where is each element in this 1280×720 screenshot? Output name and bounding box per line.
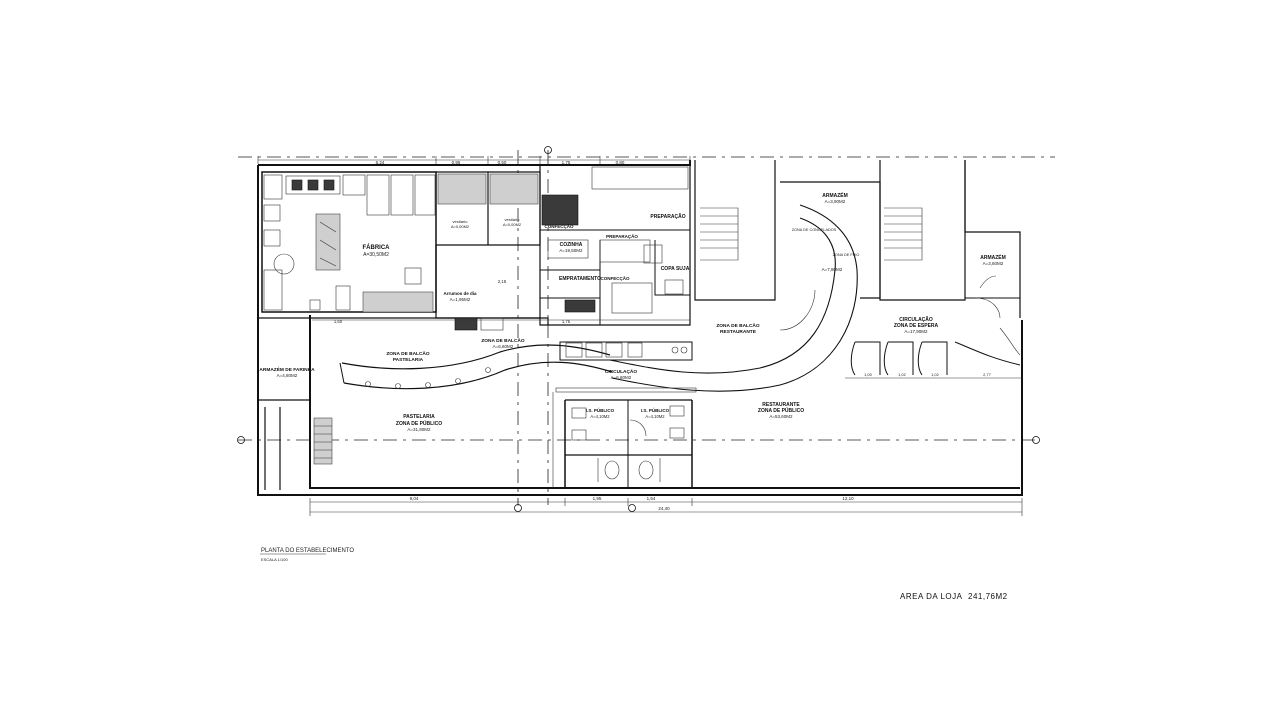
area-summary-value: 241,76M2 [968,592,1008,601]
dim-top-3: 0,50 [498,160,507,165]
area-vestiario-m: A=0,00M2 [451,224,470,229]
dim-top-1: 6,24 [376,160,385,165]
dim-top-4: 1,75 [562,160,571,165]
kitchen-block-walls [261,165,691,326]
label-zona-balcao-past: ZONA DE BALCÃO [386,350,430,357]
sub-zona-balcao-rest: RESTAURANTE [720,329,757,335]
sub-restaurante: ZONA DE PÚBLICO [758,407,804,414]
area-zona-frio: A=7,80M2 [822,267,843,272]
area-armazem-top: A=3,90M2 [825,199,846,204]
label-armazem-top: ARMAZÉM [822,191,848,199]
area-fabrica: A=30,50M2 [363,252,389,258]
label-copa-suja: COPA SUJA [661,266,690,272]
label-preparacao-mid: PREPARAÇÃO [606,233,638,239]
area-vestiario-f: A=0,00M2 [503,222,522,227]
caption-title: PLANTA DO ESTABELECIMENTO [261,548,354,554]
area-is-publico-2: A=4,10M2 [645,414,665,419]
label-armazem-farinha: ARMAZÉM DE FARINHA [259,365,315,373]
stairwells [694,160,1021,318]
label-preparacao-top: PREPARAÇÃO [650,213,685,220]
dim-mid-1: 1,60 [334,319,343,324]
label-is-publico-2: I.S. PÚBLICO [641,407,670,413]
label-armazem-right: ARMAZÉM [980,253,1006,261]
sub-zona-balcao-past: PASTELARIA [393,357,424,363]
area-pastelaria: A=31,80M2 [407,427,431,432]
dimension-lines [257,156,1023,516]
drawing-caption: PLANTA DO ESTABELECIMENTO ESCALA 1/100 [260,548,354,562]
label-zona-balcao-mid: ZONA DE BALCÃO [481,337,525,344]
sub-circulacao-espera: ZONA DE ESPERA [894,323,939,329]
dim-bottom-4: 12,10 [842,496,854,501]
area-is-publico-1: A=4,10M2 [590,414,610,419]
dim-top-5: 0,80 [616,160,625,165]
label-fabrica: FÁBRICA [363,244,391,251]
label-zona-congelados: ZONA DE CONGELADOS [792,228,837,232]
area-circulacao-mid: A=6,80M2 [611,375,632,380]
area-armazem-farinha: A=4,80M2 [277,373,298,378]
dim-top-2: 0,95 [452,160,461,165]
waiting-seats [850,275,1021,376]
label-confeccao-mid: CONFECÇÃO [601,275,630,281]
label-is-publico-1: I.S. PÚBLICO [586,407,615,413]
dim-seat-3: 1,02 [931,372,940,377]
dim-bottom-1: 9,04 [410,496,419,501]
label-vestiario-m: vestiário [453,219,469,224]
label-cozinha: COZINHA [560,242,583,248]
area-restaurante: A=53,60M2 [769,414,793,419]
area-summary-label: AREA DA LOJA [900,592,963,601]
dimension-labels: 9,04 1,95 1,54 12,10 24,40 6,24 0,95 0,5… [334,160,992,511]
label-vestiario-f: vestiário [505,217,521,222]
dim-seat-2: 1,02 [898,372,907,377]
exterior-walls [257,160,1023,496]
label-empratamento: EMPRATAMENTO [559,276,601,282]
dim-seat-4: 2,77 [983,372,992,377]
entrance-steps [313,417,333,465]
label-circulacao-espera: CIRCULAÇÃO [899,316,933,323]
toilets-block [555,387,697,488]
axis-lines [237,146,1055,512]
kitchen-equipment [454,166,689,331]
area-arrumos: A=1,95M2 [450,297,471,302]
dim-bottom-3: 1,54 [647,496,656,501]
room-labels: FÁBRICA A=30,50M2 vestiário A=0,00M2 ves… [259,191,1005,432]
label-circulacao-mid: CIRCULAÇÃO [605,368,638,375]
label-arrumos: Arrumos de dia [443,291,477,296]
sub-pastelaria: ZONA DE PÚBLICO [396,420,442,427]
label-zona-frio: ZONA DE FRIO [833,253,860,257]
area-armazem-right: A=3,60M2 [983,261,1004,266]
factory-equipment [263,174,436,313]
dim-seat-1: 1,00 [864,372,873,377]
label-restaurante: RESTAURANTE [762,402,800,408]
counters [339,204,858,392]
area-cozinha: A=19,50M2 [559,248,583,253]
area-circulacao-espera: A=17,90M2 [904,329,928,334]
label-zona-balcao-rest: ZONA DE BALCÃO [716,322,760,329]
caption-scale: ESCALA 1/100 [261,557,288,562]
dim-mid-2: 2,18 [498,279,507,284]
area-zona-balcao-mid: A=6,60M2 [493,344,514,349]
dim-bottom-2: 1,95 [593,496,602,501]
dim-mid-3: 1,75 [562,319,571,324]
dim-total: 24,40 [658,506,670,511]
label-pastelaria: PASTELARIA [403,414,435,420]
label-confeccao-top: CONFECÇÃO [545,223,574,229]
